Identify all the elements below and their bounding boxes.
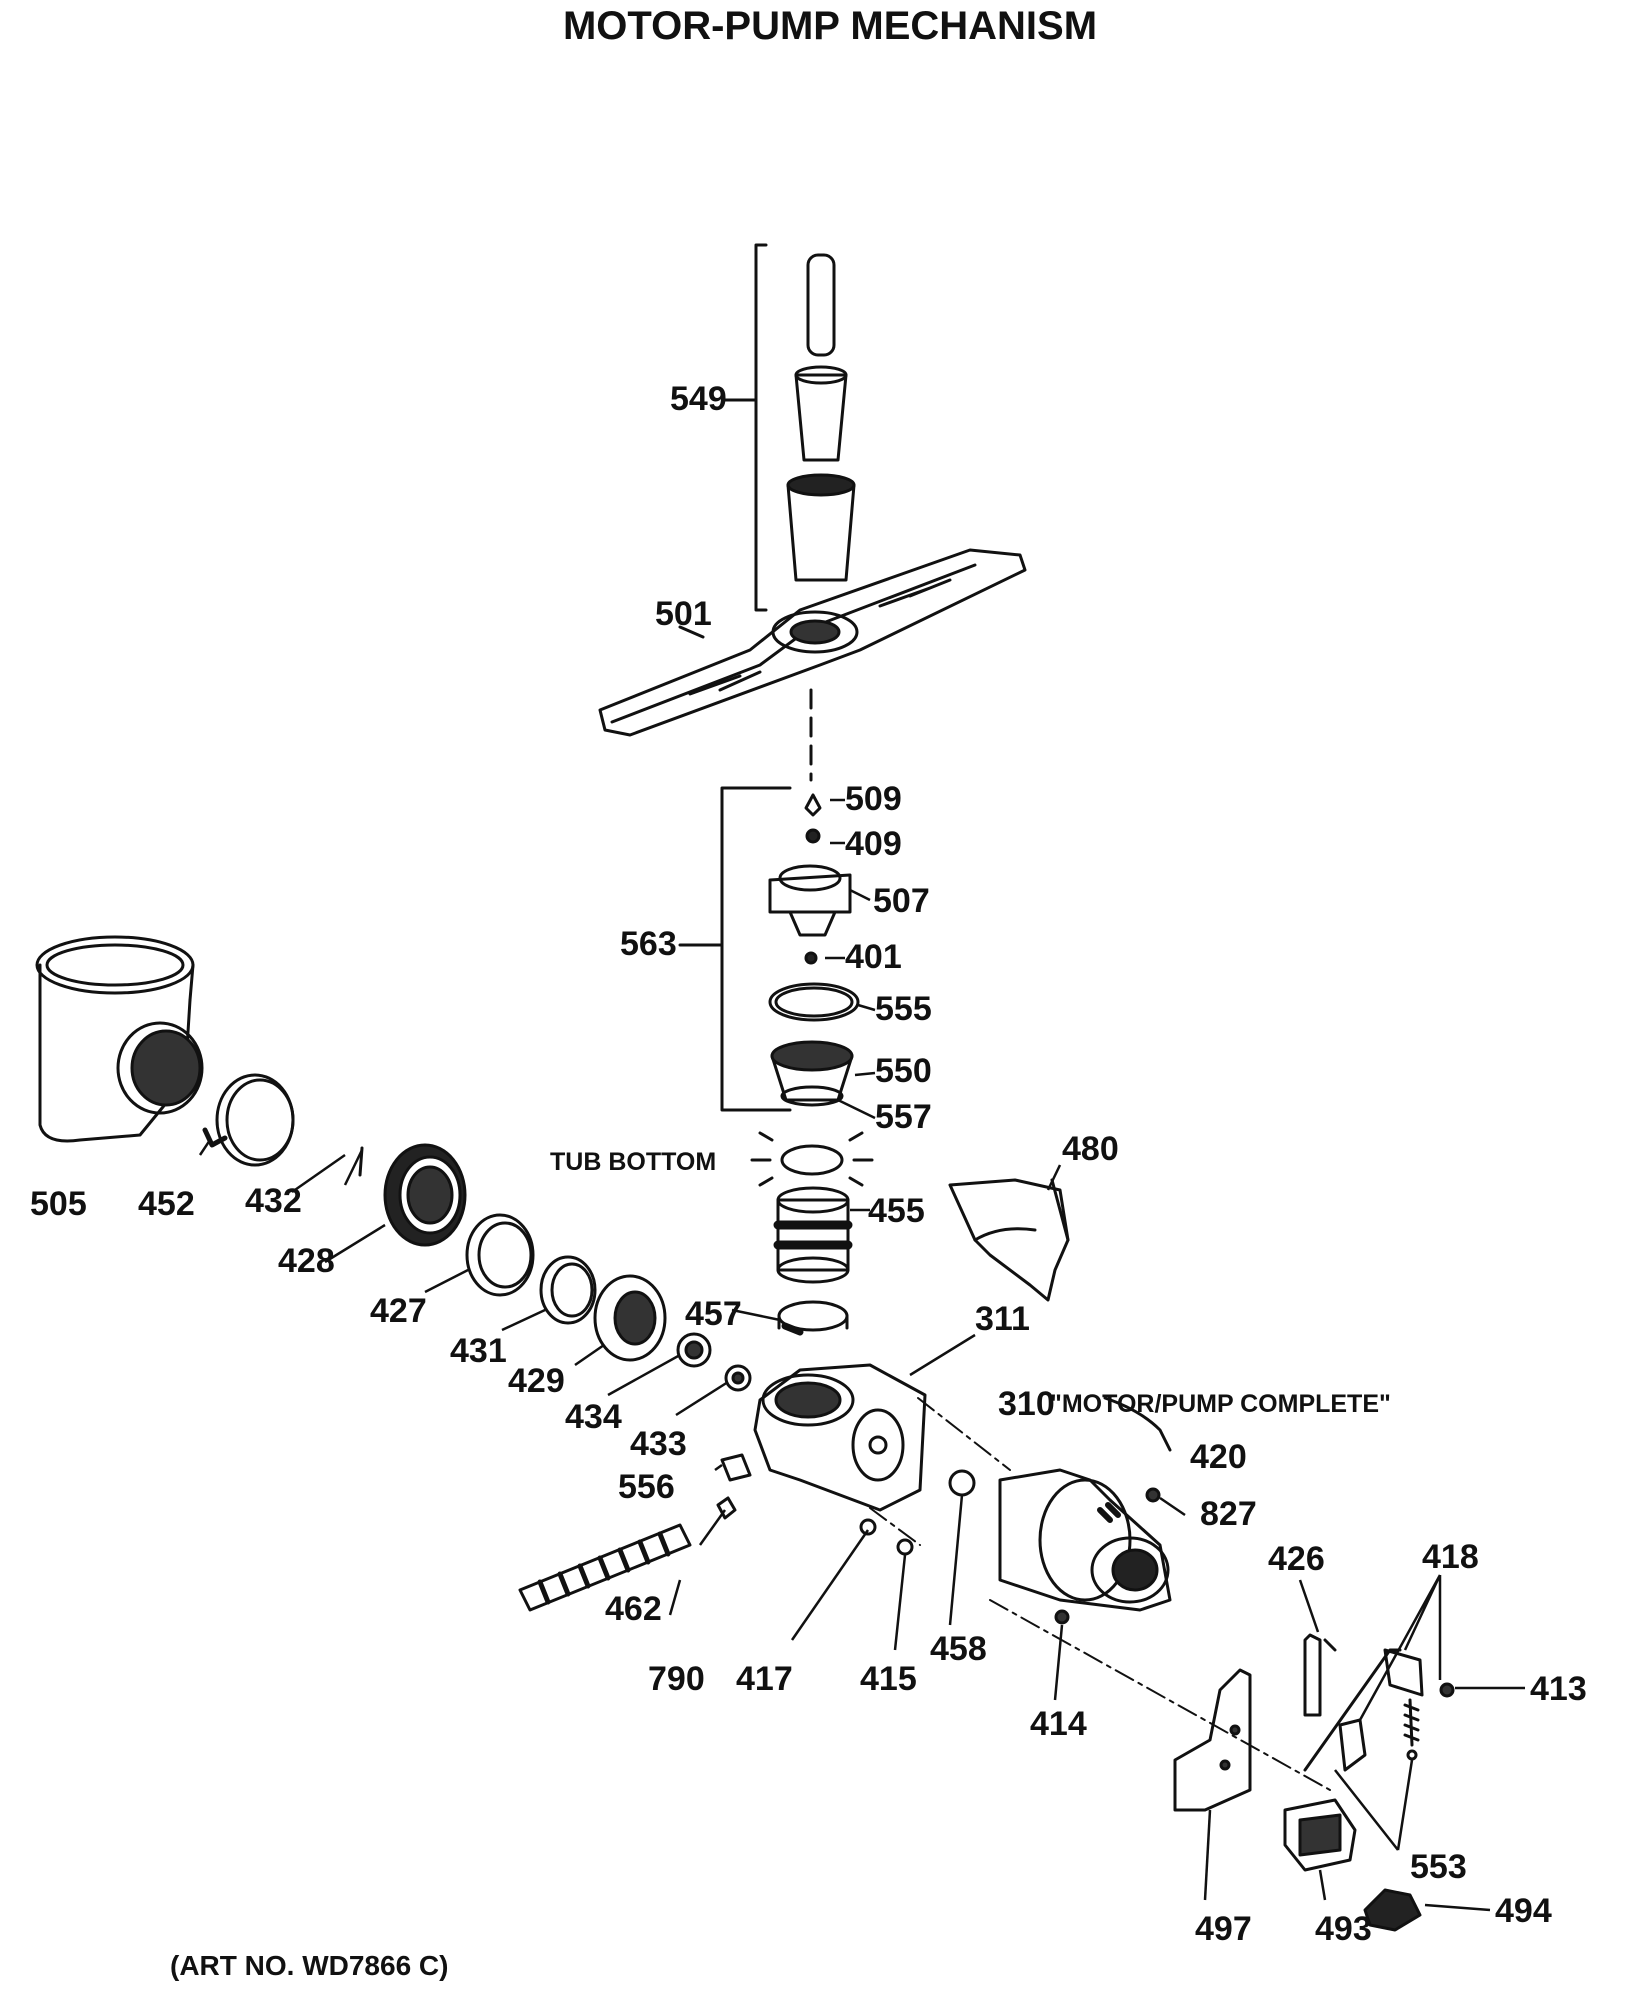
caption-tub-bottom: TUB BOTTOM <box>550 1148 716 1176</box>
label-418: 418 <box>1422 1538 1479 1576</box>
label-509: 509 <box>845 780 902 818</box>
hub-assembly-563 <box>678 786 860 1112</box>
label-415: 415 <box>860 1660 917 1698</box>
label-429: 429 <box>508 1362 565 1400</box>
link-426 <box>1303 1633 1337 1717</box>
label-455: 455 <box>868 1192 925 1230</box>
label-457: 457 <box>685 1295 742 1333</box>
leader-lines <box>198 798 1525 1912</box>
label-494: 494 <box>1495 1892 1552 1930</box>
label-431: 431 <box>450 1332 507 1370</box>
label-480: 480 <box>1062 1130 1119 1168</box>
spray-arm-501 <box>598 548 1027 737</box>
wire-420 <box>1103 1396 1172 1452</box>
label-433: 433 <box>630 1425 687 1463</box>
screw-414 <box>1054 1609 1070 1625</box>
label-434: 434 <box>565 1398 622 1436</box>
hose-clamp-452 <box>202 1073 295 1167</box>
assembly-line-1 <box>917 1397 1011 1471</box>
pump-housing-311 <box>753 1363 927 1512</box>
fitting-556 <box>720 1453 752 1482</box>
tub-bottom-seal <box>750 1131 874 1187</box>
label-420: 420 <box>1190 1438 1247 1476</box>
assembly-line-3 <box>869 1507 921 1546</box>
screw-413 <box>1439 1682 1455 1698</box>
bracket-497 <box>1173 1668 1252 1812</box>
label-563: 563 <box>620 925 677 963</box>
label-507: 507 <box>873 882 930 920</box>
label-827: 827 <box>1200 1495 1257 1533</box>
label-790: 790 <box>648 1660 705 1698</box>
impeller-429 <box>593 1274 667 1362</box>
label-310: 310 <box>998 1385 1055 1423</box>
diagram-title: MOTOR-PUMP MECHANISM <box>562 4 1098 48</box>
drain-hose-462 <box>518 1523 692 1612</box>
cover-494 <box>1363 1888 1422 1932</box>
ring-431 <box>539 1255 597 1325</box>
label-311: 311 <box>975 1300 1030 1338</box>
label-555: 555 <box>875 990 932 1028</box>
solenoid-493 <box>1283 1798 1357 1872</box>
shield-480 <box>948 1178 1070 1302</box>
label-426: 426 <box>1268 1540 1325 1578</box>
label-427: 427 <box>370 1292 427 1330</box>
label-409: 409 <box>845 825 902 863</box>
caption-motor-pump-complete: "MOTOR/PUMP COMPLETE" <box>1050 1390 1391 1418</box>
label-549: 549 <box>670 380 727 418</box>
spring-553 <box>1403 1698 1420 1747</box>
label-452: 452 <box>138 1185 195 1223</box>
inlet-housing-505 <box>35 935 204 1143</box>
motor-310 <box>998 1468 1172 1612</box>
label-417: 417 <box>736 1660 793 1698</box>
label-428: 428 <box>278 1242 335 1280</box>
label-505: 505 <box>30 1185 87 1223</box>
label-493: 493 <box>1315 1910 1372 1948</box>
part-434 <box>676 1332 712 1368</box>
clamp-457 <box>777 1300 849 1336</box>
nut-458 <box>948 1469 976 1497</box>
label-550: 550 <box>875 1052 932 1090</box>
spray-tube-549 <box>723 243 856 612</box>
label-556: 556 <box>618 1468 675 1506</box>
label-553: 553 <box>1410 1848 1467 1886</box>
art-number: (ART NO. WD7866 C) <box>170 1950 449 1981</box>
part-433 <box>724 1364 752 1392</box>
assembly-line-2 <box>989 1599 1331 1791</box>
washer-415 <box>896 1538 914 1556</box>
sleeve-455 <box>773 1186 853 1284</box>
label-557: 557 <box>875 1098 932 1136</box>
lever-418 <box>1303 1648 1424 1772</box>
label-432: 432 <box>245 1182 302 1220</box>
label-497: 497 <box>1195 1910 1252 1948</box>
label-414: 414 <box>1030 1705 1087 1743</box>
label-401: 401 <box>845 938 902 976</box>
pulley-428 <box>358 1143 467 1247</box>
washer-417 <box>859 1518 877 1536</box>
ring-427 <box>465 1213 535 1297</box>
label-458: 458 <box>930 1630 987 1668</box>
label-413: 413 <box>1530 1670 1587 1708</box>
screw-827 <box>1145 1487 1161 1503</box>
label-462: 462 <box>605 1590 662 1628</box>
label-501: 501 <box>655 595 712 633</box>
